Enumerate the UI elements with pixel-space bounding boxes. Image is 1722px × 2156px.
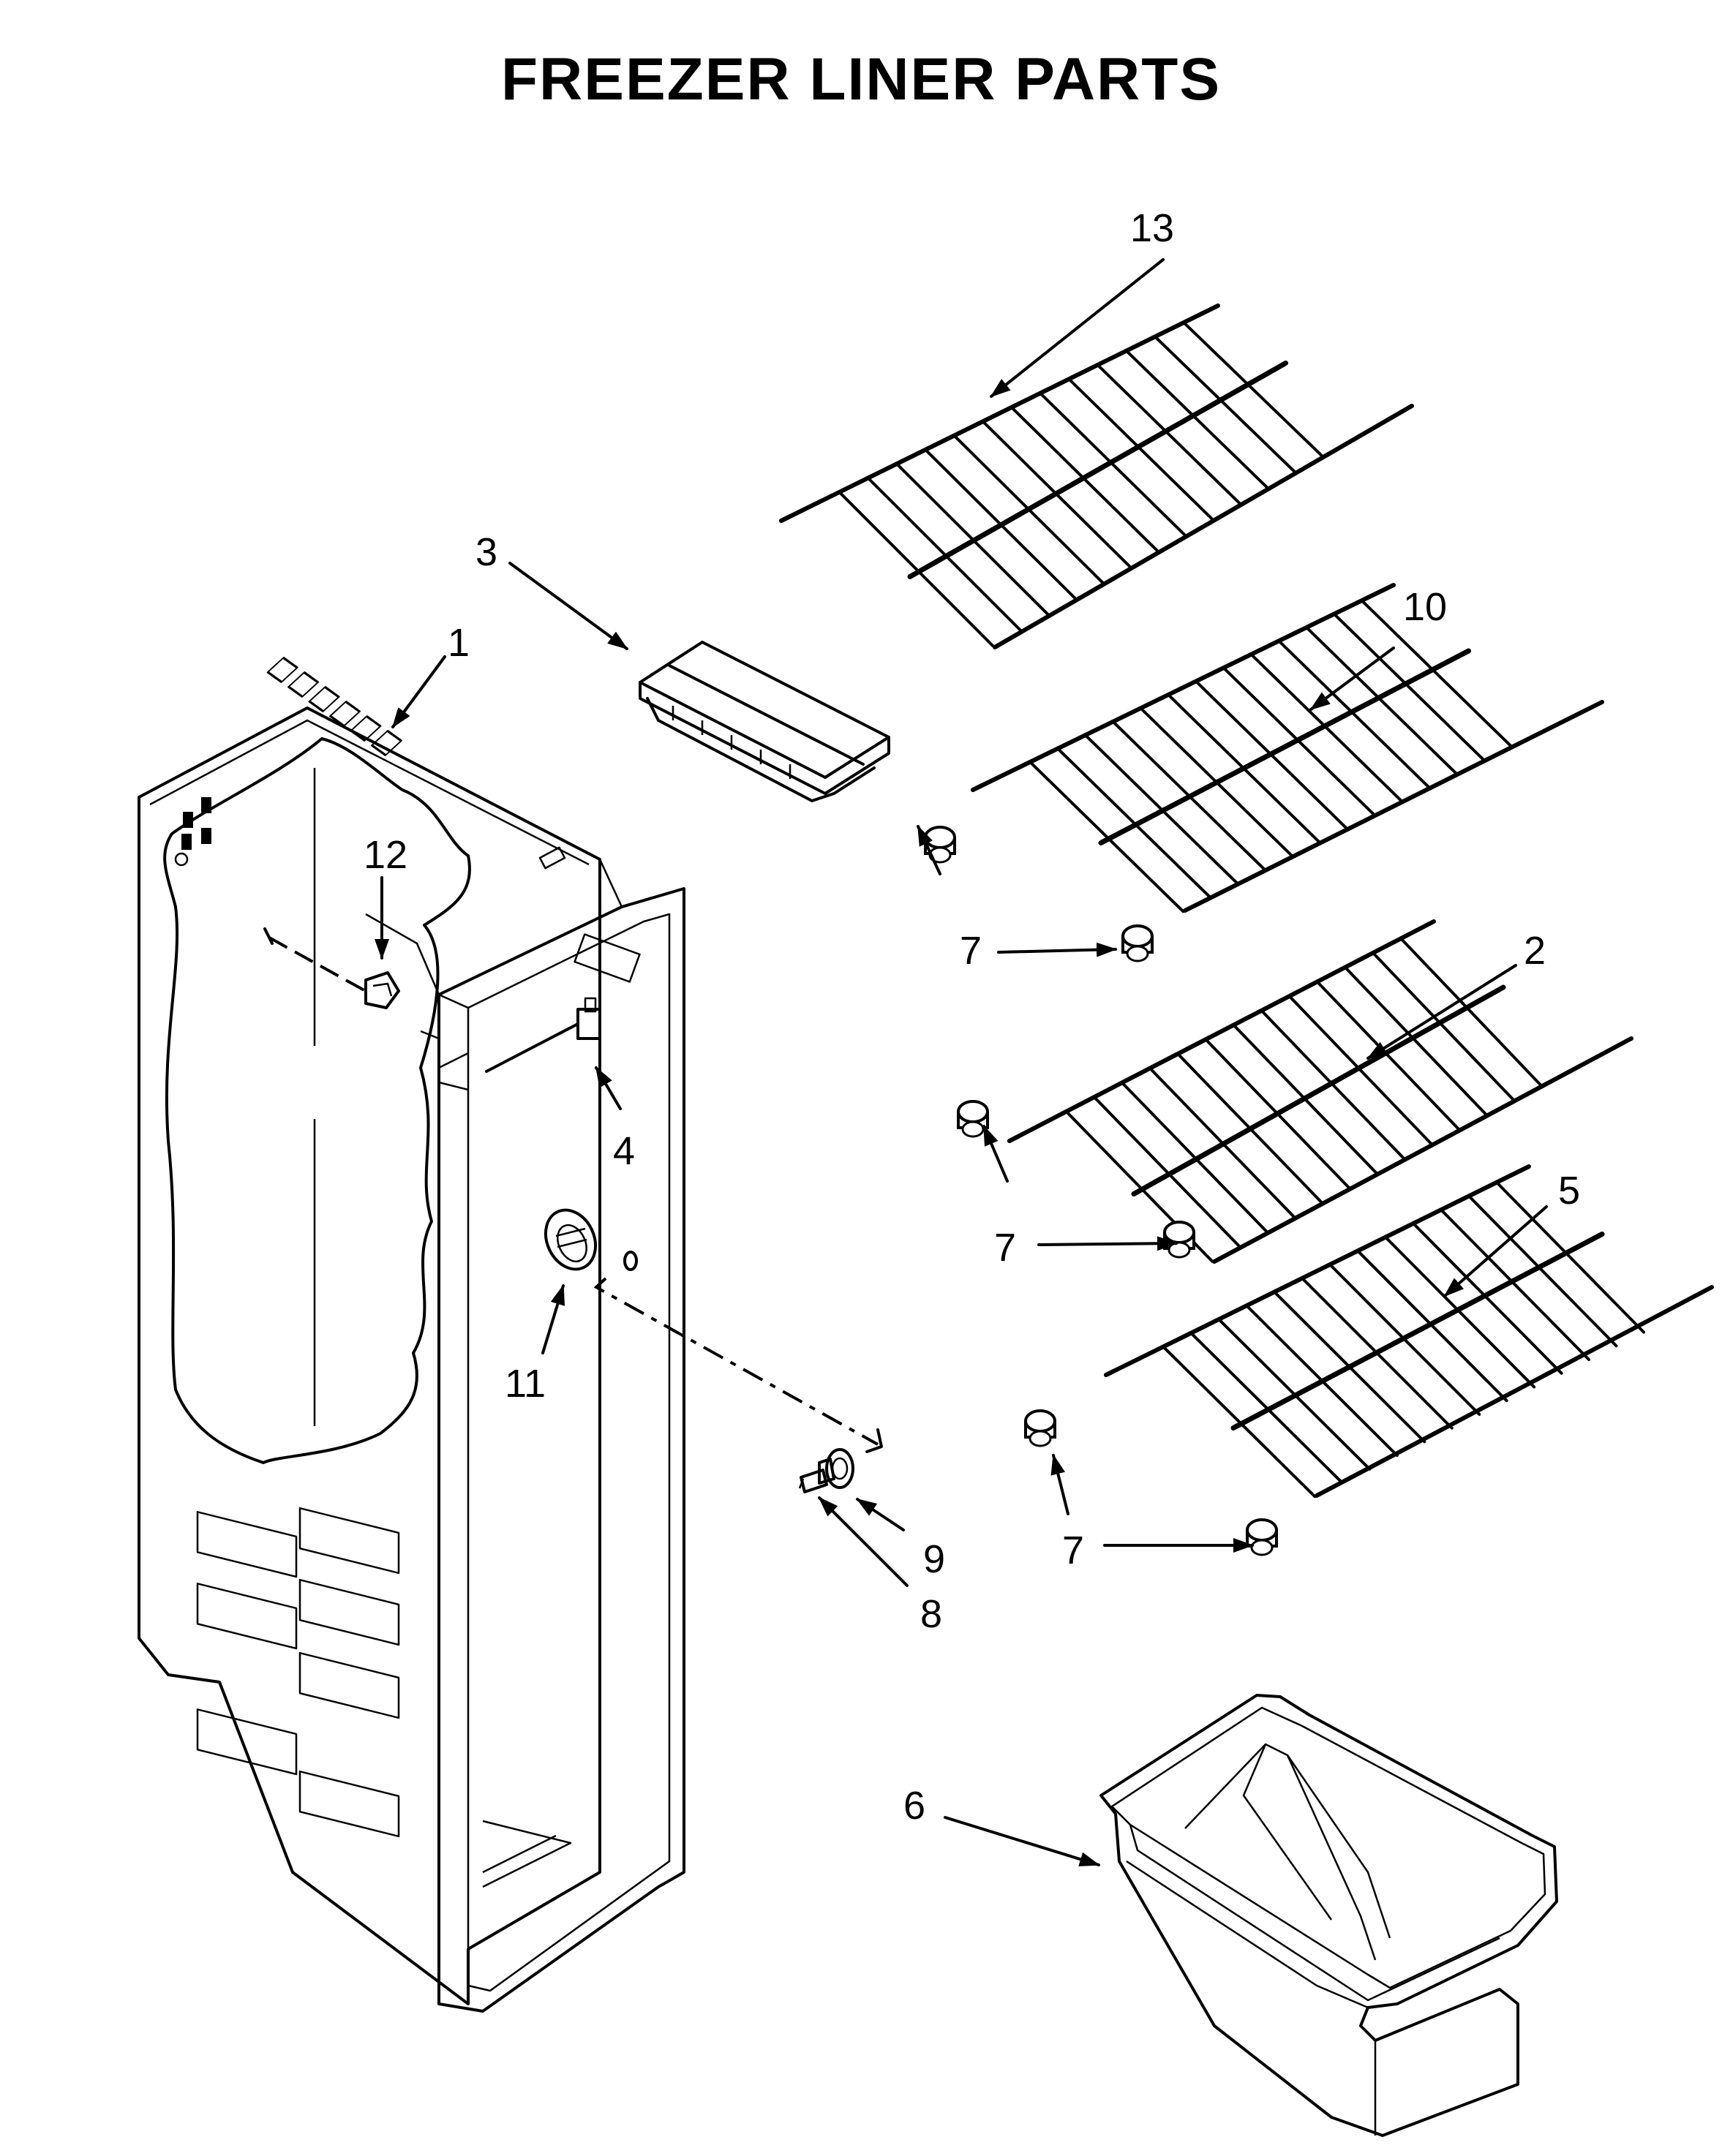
shelf-5 — [1104, 1164, 1714, 1499]
shelf-support-5 — [1024, 1409, 1056, 1447]
shelf-support-4 — [1163, 1221, 1195, 1259]
callout-9: 9 — [923, 1537, 945, 1581]
callout-4: 4 — [613, 1129, 635, 1173]
part-12-clip — [263, 927, 400, 1009]
callout-8: 8 — [920, 1592, 942, 1636]
shelf-support-6 — [1246, 1518, 1278, 1556]
callout-labels: 13 3 1 10 12 7 2 4 7 5 11 7 9 8 6 — [364, 206, 1580, 1828]
callout-7a: 7 — [960, 929, 982, 973]
callout-11: 11 — [505, 1362, 546, 1406]
callout-12: 12 — [364, 833, 407, 877]
callout-10: 10 — [1403, 585, 1447, 629]
callout-13: 13 — [1130, 206, 1174, 250]
part-8-9-socket — [798, 1448, 854, 1493]
freezer-liner — [138, 706, 685, 2013]
callout-3: 3 — [475, 530, 497, 574]
leader-lines — [375, 258, 1548, 1866]
part-6-freezer-bin — [1099, 1694, 1558, 2137]
shelf-2 — [1007, 919, 1633, 1264]
shelf-support-1 — [924, 826, 956, 864]
shelf-10 — [971, 583, 1604, 913]
wire-shelves — [779, 304, 1714, 1499]
part-4-switch — [485, 997, 601, 1073]
callout-6: 6 — [903, 1784, 925, 1828]
page-title: FREEZER LINER PARTS — [500, 46, 1222, 113]
shelf-13 — [779, 304, 1414, 649]
part-11-light-housing — [544, 1208, 638, 1271]
part-3-ice-tray — [266, 641, 890, 802]
callout-7c: 7 — [1062, 1529, 1084, 1572]
shelf-support-3 — [957, 1100, 989, 1138]
callout-5: 5 — [1558, 1169, 1580, 1213]
callout-7b: 7 — [994, 1226, 1016, 1270]
callout-2: 2 — [1524, 929, 1546, 973]
shelf-support-2 — [1121, 924, 1154, 962]
dashed-alignment-line — [593, 1277, 883, 1453]
callout-1: 1 — [448, 621, 470, 665]
